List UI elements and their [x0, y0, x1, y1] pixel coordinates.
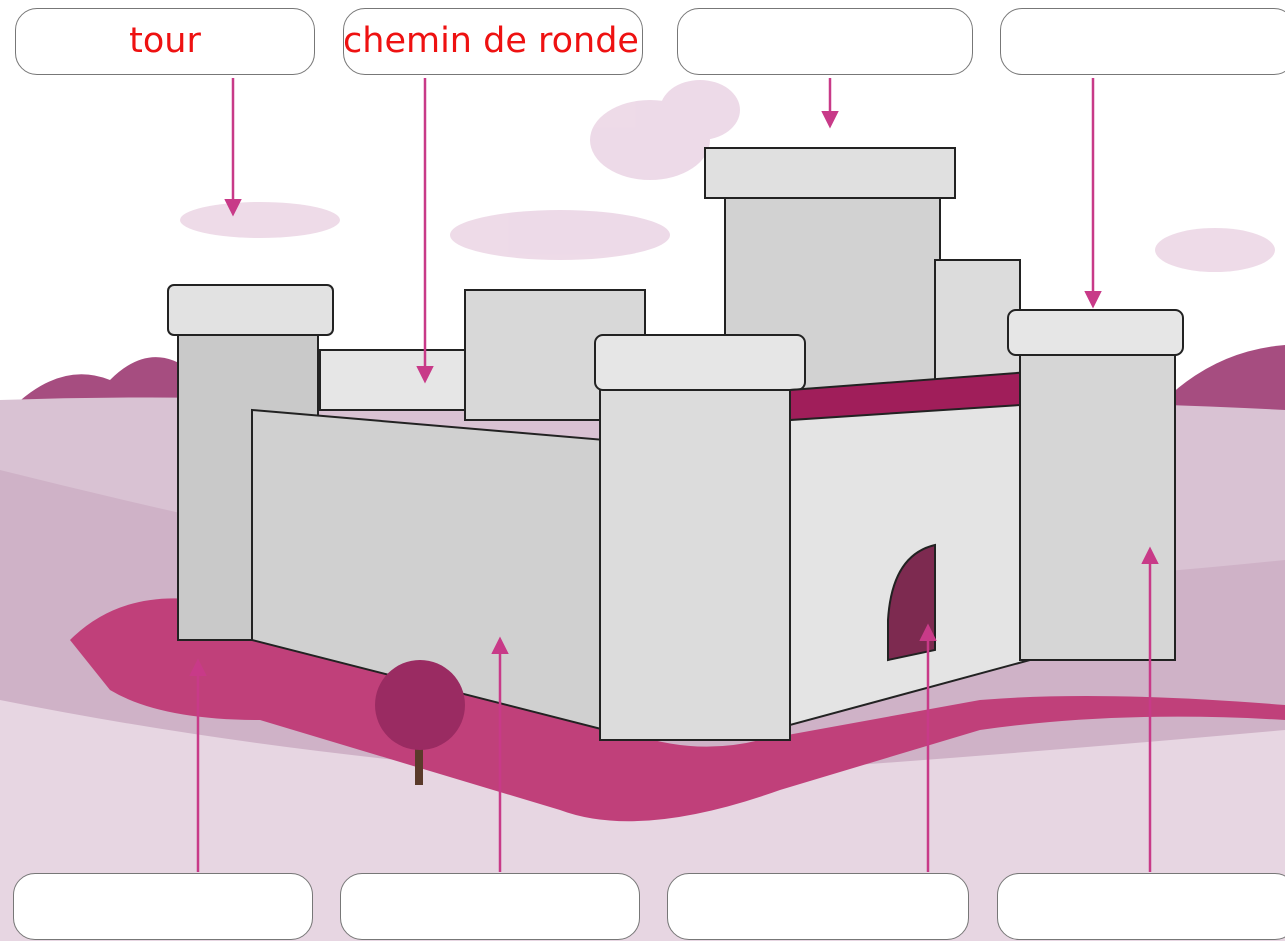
- label-box-chemin-de-ronde[interactable]: chemin de ronde: [343, 8, 643, 75]
- label-box-bottom-4[interactable]: [997, 873, 1285, 940]
- leader-arrows: [189, 78, 1159, 872]
- label-text: tour: [129, 21, 201, 61]
- clouds: [180, 80, 1275, 272]
- tree: [375, 660, 465, 785]
- label-box-top-4[interactable]: [1000, 8, 1285, 75]
- gatehouse: [789, 370, 1032, 727]
- center-tower: [594, 334, 806, 741]
- label-box-tour[interactable]: tour: [15, 8, 315, 75]
- label-text: chemin de ronde: [343, 21, 639, 61]
- label-box-top-3[interactable]: [677, 8, 973, 75]
- label-box-bottom-1[interactable]: [13, 873, 313, 940]
- label-box-bottom-2[interactable]: [340, 873, 640, 940]
- label-box-bottom-3[interactable]: [667, 873, 969, 940]
- right-tower: [1007, 309, 1184, 661]
